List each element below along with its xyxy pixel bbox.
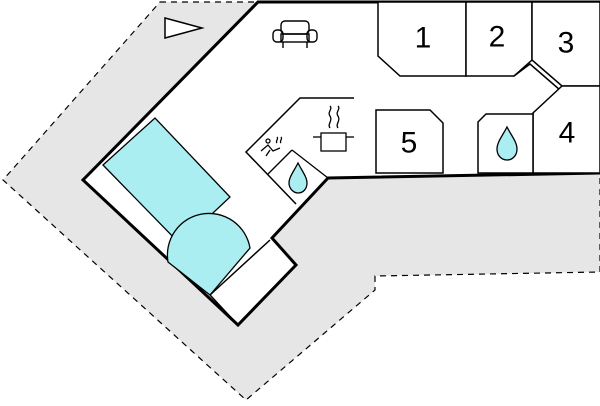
water-drop-icon: [288, 161, 308, 194]
sofa-icon: [272, 20, 318, 48]
bedroom-1: [377, 1, 467, 77]
room-label: 2: [489, 21, 506, 54]
counter-divider: [267, 149, 293, 175]
bedroom-2: [465, 1, 533, 77]
room-label: 3: [558, 27, 575, 60]
room-label: 5: [401, 127, 418, 160]
water-drop-icon: [496, 125, 518, 161]
bedroom-5: [375, 109, 444, 174]
room-label: 4: [559, 117, 576, 150]
cooking-pot-icon: [313, 105, 354, 152]
pool-steps: [166, 212, 251, 296]
north-arrow-icon: [164, 17, 205, 39]
counter-divider: [291, 149, 329, 179]
swimming-pool: [102, 117, 231, 245]
kitchen-counter: [244, 97, 354, 205]
sauna-icon: [260, 136, 283, 157]
storage-room: [209, 239, 271, 326]
room-label: 1: [415, 22, 432, 55]
